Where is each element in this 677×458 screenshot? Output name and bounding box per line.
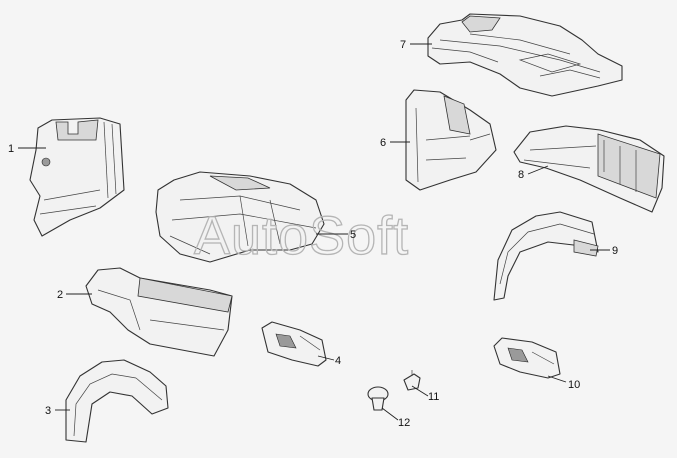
- callout-label: 5: [350, 229, 356, 241]
- part-7-floor-insulation: [427, 13, 623, 97]
- watermark: AutoSoft: [194, 206, 409, 266]
- part-5-floor-tray: [155, 171, 325, 263]
- callout-label: 2: [57, 289, 63, 301]
- part-6-quarter-trim: [405, 89, 497, 191]
- callout-6: 6: [380, 137, 410, 149]
- callout-label: 10: [568, 379, 580, 391]
- callout-12: 12: [381, 407, 410, 429]
- callout-label: 1: [8, 143, 14, 155]
- callout-9: 9: [590, 245, 618, 257]
- callout-label: 12: [398, 417, 410, 429]
- part-3-front-arch-liner: [65, 359, 169, 443]
- callout-2: 2: [57, 289, 92, 301]
- callout-label: 9: [612, 245, 618, 257]
- part-2-arch-extension: [85, 267, 233, 357]
- callout-label: 3: [45, 405, 51, 417]
- part-10-bracket: [493, 337, 561, 379]
- callout-label: 11: [428, 391, 439, 403]
- part-4-bracket: [261, 321, 327, 367]
- part-12-clip: [367, 386, 389, 411]
- part-8-luggage-panel: [513, 125, 665, 213]
- callout-4: 4: [317, 355, 341, 367]
- callout-8: 8: [518, 165, 549, 181]
- part-9-rear-arch-liner: [493, 211, 599, 301]
- callout-label: 6: [380, 137, 386, 149]
- callout-3: 3: [45, 405, 70, 417]
- callout-7: 7: [400, 39, 432, 51]
- callout-1: 1: [8, 143, 46, 155]
- callout-5: 5: [316, 229, 356, 241]
- callout-label: 4: [335, 355, 341, 367]
- callout-label: 8: [518, 169, 524, 181]
- callout-11: 11: [411, 385, 439, 403]
- part-11-bolt: [403, 370, 421, 391]
- callout-10: 10: [547, 375, 580, 391]
- part-1-side-trim: [29, 117, 125, 237]
- callout-label: 7: [400, 39, 406, 51]
